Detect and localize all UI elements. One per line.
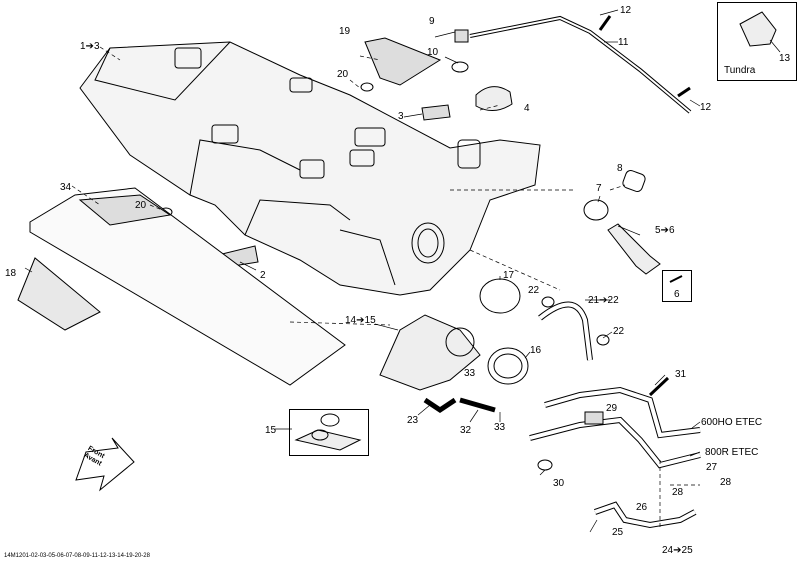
vent-valve (454, 29, 469, 43)
callout-12a: 12 (620, 5, 632, 16)
callout-4: 4 (524, 103, 530, 114)
callout-12b: 12 (700, 102, 712, 113)
callout-7: 7 (596, 183, 602, 194)
callout-11: 11 (618, 37, 629, 48)
callout-15: 15 (265, 425, 277, 436)
callout-22a: 22 (528, 285, 540, 296)
callout-14: 14➔15 (345, 315, 376, 326)
detail-box-6: 6 (662, 270, 692, 302)
front-arrow (75, 437, 135, 492)
callout-27: 27 (706, 462, 718, 473)
callout-33b: 33 (494, 422, 506, 433)
callout-28a: 28 (672, 487, 684, 498)
fuel-pump-assembly (379, 314, 481, 391)
pad-3 (421, 104, 451, 121)
pump-seal (479, 278, 521, 314)
callout-30: 30 (553, 478, 565, 489)
tundra-bracket (739, 11, 777, 47)
callout-13: 13 (779, 53, 791, 64)
o-ring-8 (622, 170, 646, 192)
callout-17: 17 (503, 270, 515, 281)
tank-port (411, 222, 445, 264)
tundra-inset: Tundra 13 (717, 2, 797, 81)
pad-34 (29, 187, 346, 386)
fuel-hose-23 (423, 397, 457, 414)
filler-neck (457, 139, 481, 169)
callout-34: 34 (60, 182, 72, 193)
detail-box-15 (289, 409, 369, 456)
callout-5: 5➔6 (655, 225, 675, 236)
callout-31: 31 (675, 369, 687, 380)
shield-18 (17, 257, 101, 331)
variant-600ho: 600HO ETEC (701, 417, 763, 428)
callout-6: 6 (674, 289, 680, 300)
callout-2: 2 (260, 270, 266, 281)
callout-20a: 20 (337, 69, 349, 80)
tank-handle (174, 47, 202, 69)
callout-19: 19 (339, 26, 351, 37)
callout-3: 3 (398, 111, 404, 122)
tundra-label: Tundra (724, 65, 756, 76)
heat-shield-19 (364, 37, 442, 86)
lock-ring (487, 347, 529, 385)
callout-8: 8 (617, 163, 623, 174)
diagram-code: 14M1201-02-03-05-06-07-08-09-11-12-13-14… (4, 553, 150, 559)
variant-800r: 800R ETEC (705, 447, 759, 458)
callout-18: 18 (5, 268, 17, 279)
callout-10: 10 (427, 47, 439, 58)
callout-9: 9 (429, 16, 435, 27)
callout-32: 32 (460, 425, 472, 436)
callout-23: 23 (407, 415, 419, 426)
callout-1: 1➔3 (80, 41, 100, 52)
fuel-hose-32 (459, 397, 496, 413)
callout-28b: 28 (720, 477, 732, 488)
callout-22b: 22 (613, 326, 625, 337)
callout-33a: 33 (464, 368, 476, 379)
callout-25: 25 (612, 527, 624, 538)
callout-16: 16 (530, 345, 542, 356)
callout-20b: 20 (135, 200, 147, 211)
clamp-7 (583, 199, 609, 221)
sender-5 (607, 223, 661, 275)
callout-26: 26 (636, 502, 648, 513)
callout-24: 24➔25 (662, 545, 693, 556)
fuel-cap (475, 86, 513, 111)
callout-29: 29 (606, 403, 618, 414)
grommet (451, 61, 469, 73)
callout-21: 21➔22 (588, 295, 619, 306)
